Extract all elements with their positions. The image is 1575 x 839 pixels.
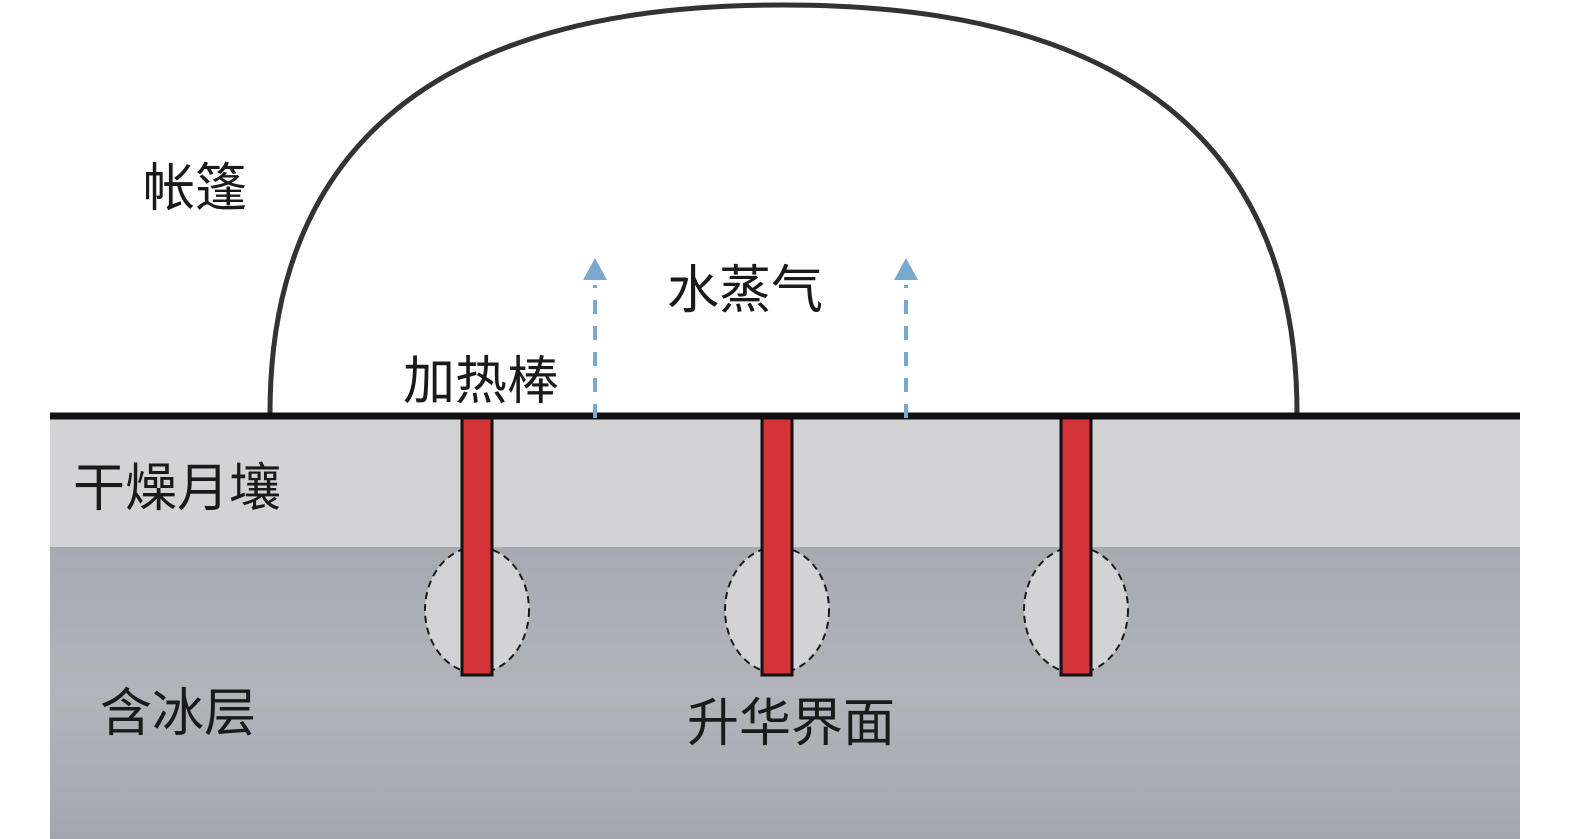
- water-vapor-label: 水蒸气: [667, 261, 823, 321]
- heating-rod-label: 加热棒: [403, 352, 559, 412]
- vapor-arrow-2: [894, 258, 918, 418]
- heating-rod-1: [460, 416, 494, 677]
- heating-rod-2: [760, 416, 794, 677]
- ice-layer-label: 含冰层: [100, 684, 256, 744]
- tent-dome: [267, 2, 1300, 414]
- vapor-arrow-1: [583, 258, 607, 418]
- heating-rod-3: [1059, 416, 1093, 677]
- dry-regolith-label: 干燥月壤: [73, 459, 281, 519]
- tent-label: 帐篷: [143, 159, 247, 219]
- sublimation-interface-label: 升华界面: [687, 694, 895, 754]
